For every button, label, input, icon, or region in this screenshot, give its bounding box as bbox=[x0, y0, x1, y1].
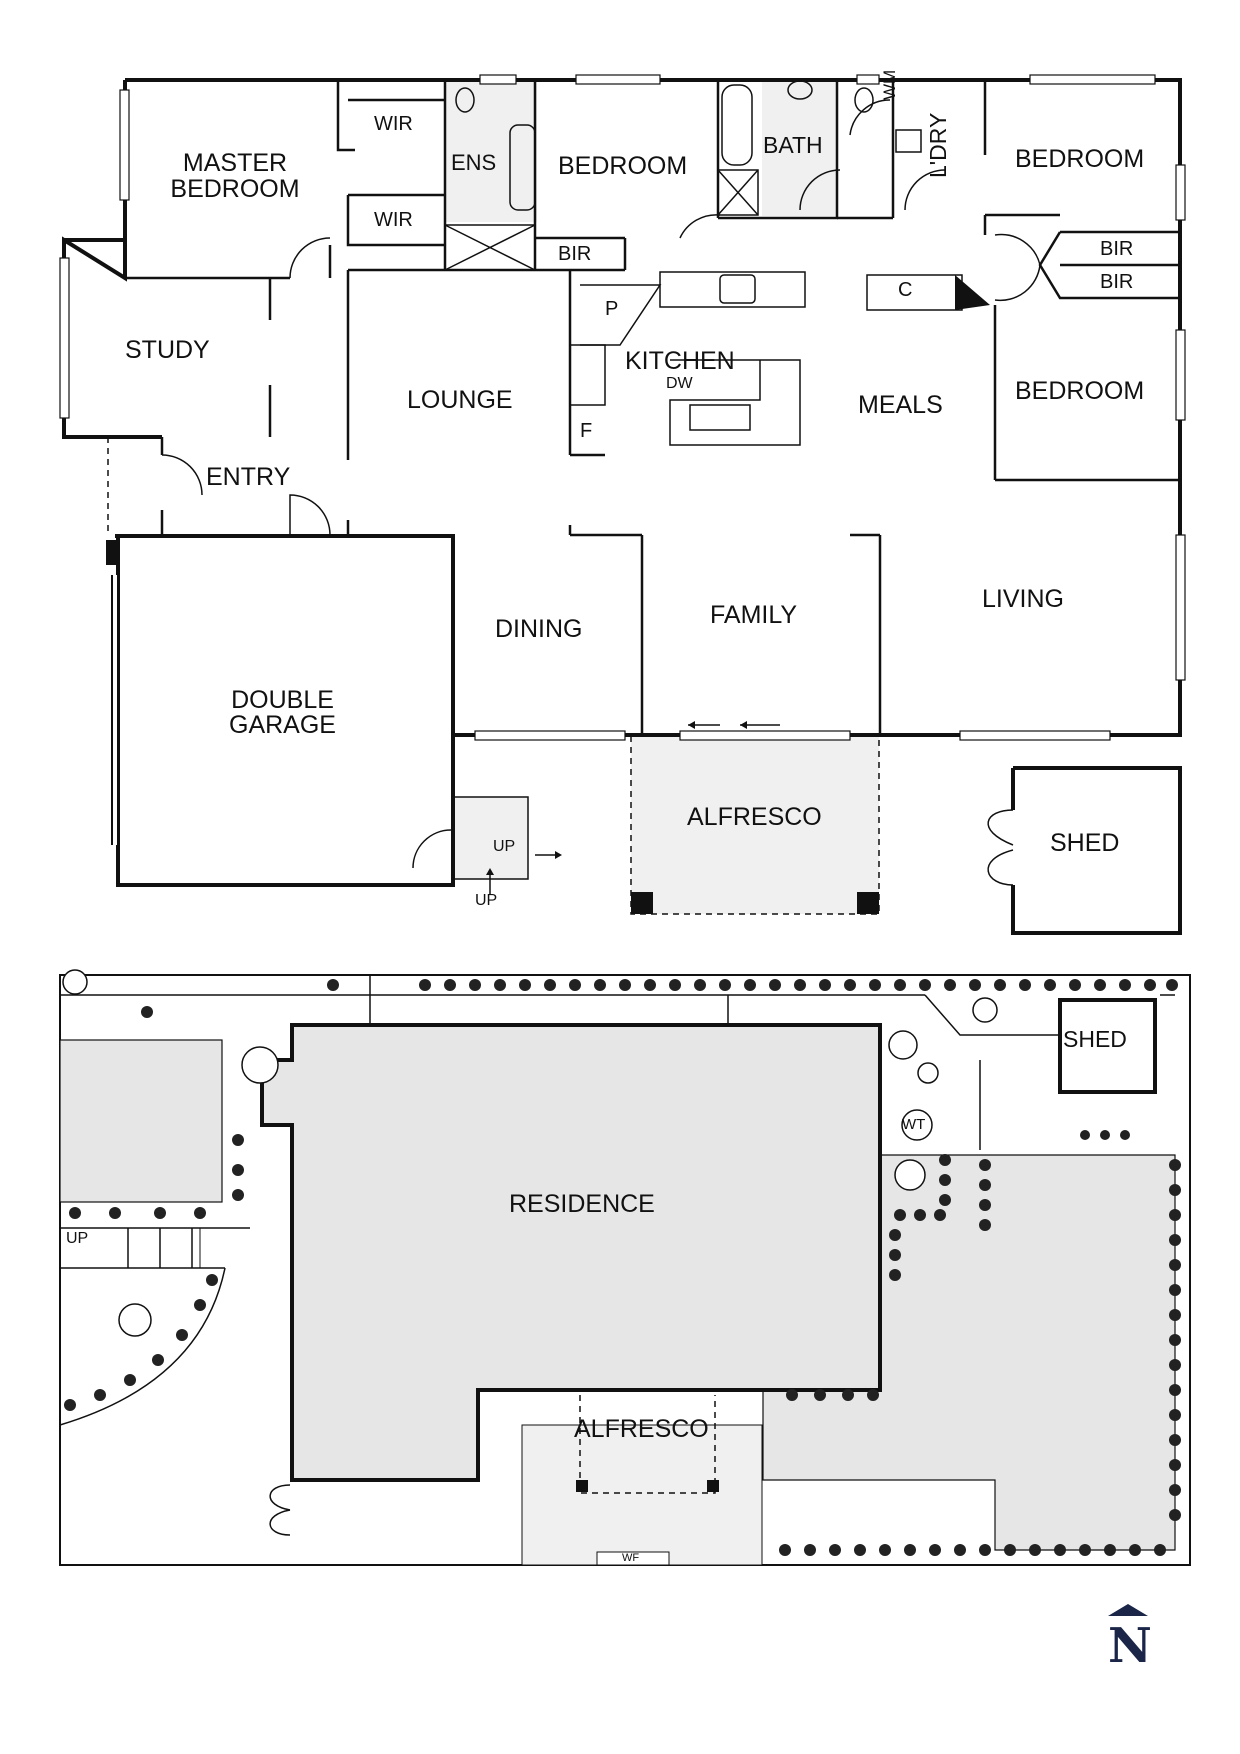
site-label-shed: SHED bbox=[1063, 1026, 1127, 1052]
label-meals: MEALS bbox=[858, 391, 943, 419]
compass-label: N bbox=[1108, 1618, 1152, 1674]
label-living: LIVING bbox=[982, 585, 1064, 613]
site-label-wf: WF bbox=[622, 1552, 640, 1564]
label-laundry: L'DRY bbox=[925, 112, 951, 178]
label-alfresco: ALFRESCO bbox=[687, 803, 822, 831]
label-garage-line1: DOUBLE bbox=[231, 686, 334, 714]
label-entry: ENTRY bbox=[206, 463, 291, 491]
label-kitchen: KITCHEN bbox=[625, 347, 735, 375]
label-bedroom-2: BEDROOM bbox=[558, 152, 688, 180]
label-shed: SHED bbox=[1050, 829, 1120, 857]
label-wm: WM bbox=[880, 69, 899, 100]
site-plan bbox=[59, 969, 1191, 1566]
label-study: STUDY bbox=[125, 336, 210, 364]
label-bedroom-4: BEDROOM bbox=[1015, 377, 1145, 405]
floor-plan bbox=[59, 74, 1186, 935]
label-wir-1: WIR bbox=[374, 113, 413, 135]
label-master-bedroom: MASTER BEDROOM bbox=[150, 150, 320, 202]
trees bbox=[62, 969, 998, 1337]
site-label-residence: RESIDENCE bbox=[509, 1190, 655, 1218]
label-bir-1: BIR bbox=[558, 243, 592, 265]
label-wir-2: WIR bbox=[374, 209, 413, 231]
label-fridge: F bbox=[580, 420, 593, 442]
label-pantry: P bbox=[605, 298, 619, 320]
label-master-line1: MASTER bbox=[182, 149, 288, 177]
compass bbox=[1108, 1604, 1148, 1616]
label-bir-2: BIR bbox=[1100, 238, 1134, 260]
label-cupboard: C bbox=[898, 279, 913, 301]
label-up-1: UP bbox=[493, 838, 516, 855]
hedge-top bbox=[141, 979, 1178, 1018]
label-lounge: LOUNGE bbox=[407, 386, 513, 414]
label-family: FAMILY bbox=[710, 601, 798, 629]
label-up-2: UP bbox=[475, 892, 498, 909]
label-dw: DW bbox=[666, 375, 693, 392]
label-garage: DOUBLE GARAGE bbox=[200, 688, 365, 738]
label-bath: BATH bbox=[763, 132, 823, 158]
label-ens: ENS bbox=[451, 150, 497, 175]
site-label-wt: WT bbox=[902, 1116, 926, 1133]
hedge-left bbox=[64, 1134, 244, 1411]
hedge-right bbox=[889, 1130, 1181, 1521]
label-garage-line2: GARAGE bbox=[229, 711, 336, 739]
label-master-line2: BEDROOM bbox=[170, 175, 300, 203]
site-label-alfresco: ALFRESCO bbox=[574, 1415, 709, 1443]
site-label-up: UP bbox=[66, 1230, 89, 1247]
label-bedroom-3: BEDROOM bbox=[1015, 145, 1145, 173]
label-dining: DINING bbox=[495, 615, 583, 643]
hedge-bottom bbox=[779, 1389, 1166, 1556]
label-bir-3: BIR bbox=[1100, 271, 1134, 293]
